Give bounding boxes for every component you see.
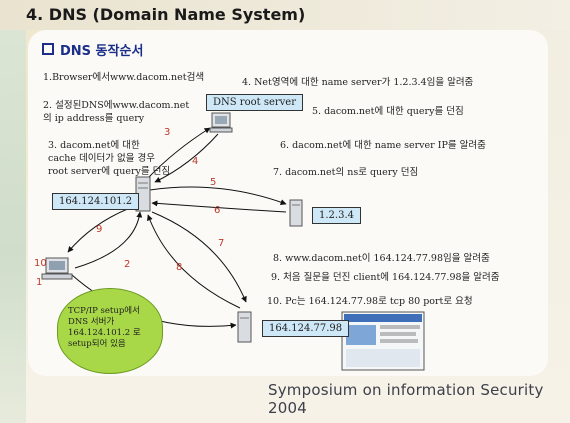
section-title-text: DNS 동작순서 [60, 44, 144, 59]
slide-title: 4. DNS (Domain Name System) [26, 5, 306, 24]
section-title: DNS 동작순서 [42, 40, 143, 59]
step-3-line2: cache 데이터가 없을 경우 [48, 153, 156, 164]
arrow-label-3: 3 [164, 127, 171, 138]
arrow-8 [147, 214, 241, 309]
arrow-label-1: 1 [36, 277, 43, 288]
step-8: 8. www.dacom.net이 164.124.77.98임을 알려줌 [273, 253, 490, 264]
arrow-4 [154, 133, 219, 183]
step-1: 1.Browser에서www.dacom.net검색 [43, 72, 205, 83]
arrow-3 [147, 127, 211, 179]
arrow-label-2: 2 [124, 259, 131, 270]
ns-ip-label: 1.2.3.4 [312, 207, 361, 224]
callout-line4: setup되어 있음 [68, 339, 126, 349]
step-7: 7. dacom.net의 ns로 query 던짐 [273, 167, 419, 178]
arrow-6 [151, 200, 287, 213]
arrow-label-7: 7 [218, 238, 225, 249]
arrow-label-6: 6 [214, 205, 221, 216]
step-9: 9. 처음 질문을 던진 client에 164.124.77.98을 알려줌 [271, 272, 500, 283]
arrow-label-5: 5 [210, 177, 217, 188]
callout-bubble [57, 288, 163, 374]
step-2-line2: 의 ip address를 query [43, 113, 145, 124]
footer-text: Symposium on information Security 2004 [268, 381, 544, 417]
decorative-left-strip [0, 0, 26, 423]
arrow-5 [149, 186, 287, 205]
step-3-line1: 3. dacom.net에 대한 [48, 140, 140, 151]
arrow-label-9: 9 [96, 224, 103, 235]
web-server-ip-label: 164.124.77.98 [262, 320, 350, 337]
checkbox-bullet-icon [42, 43, 54, 55]
dns-root-server-label: DNS root server [206, 94, 303, 111]
arrow-label-4: 4 [192, 156, 199, 167]
step-5: 5. dacom.net에 대한 query를 던짐 [312, 106, 464, 117]
client-pc-icon [41, 257, 73, 280]
step-4: 4. Net영역에 대한 name server가 1.2.3.4임을 알려줌 [242, 77, 474, 88]
step-2-line1: 2. 설정된DNS에www.dacom.net [43, 100, 190, 111]
callout-line1: TCP/IP setup에서 [68, 306, 140, 316]
callout-line2: DNS 서버가 [68, 317, 115, 327]
website-screenshot-image [341, 311, 425, 371]
step-3-line3: root server에 query를 던짐 [48, 166, 171, 177]
web-server-icon [237, 311, 252, 343]
arrow-7 [151, 211, 247, 303]
arrow-9 [67, 204, 139, 253]
local-dns-server-icon [135, 176, 151, 212]
header-band [0, 0, 570, 30]
arrow-2 [74, 211, 143, 269]
arrow-label-10: 10 [34, 258, 47, 269]
callout-text: TCP/IP setup에서 DNS 서버가 164.124.101.2 로 s… [68, 306, 141, 350]
callout-line3: 164.124.101.2 로 [68, 328, 141, 338]
root-server-computer-icon [209, 112, 233, 133]
arrow-label-8: 8 [176, 262, 183, 273]
ns-server-icon [289, 199, 303, 227]
local-dns-ip-label: 164.124.101.2 [52, 193, 140, 210]
step-10: 10. Pc는 164.124.77.98로 tcp 80 port로 요청 [267, 296, 473, 307]
step-6: 6. dacom.net에 대한 name server IP를 알려줌 [280, 140, 486, 151]
